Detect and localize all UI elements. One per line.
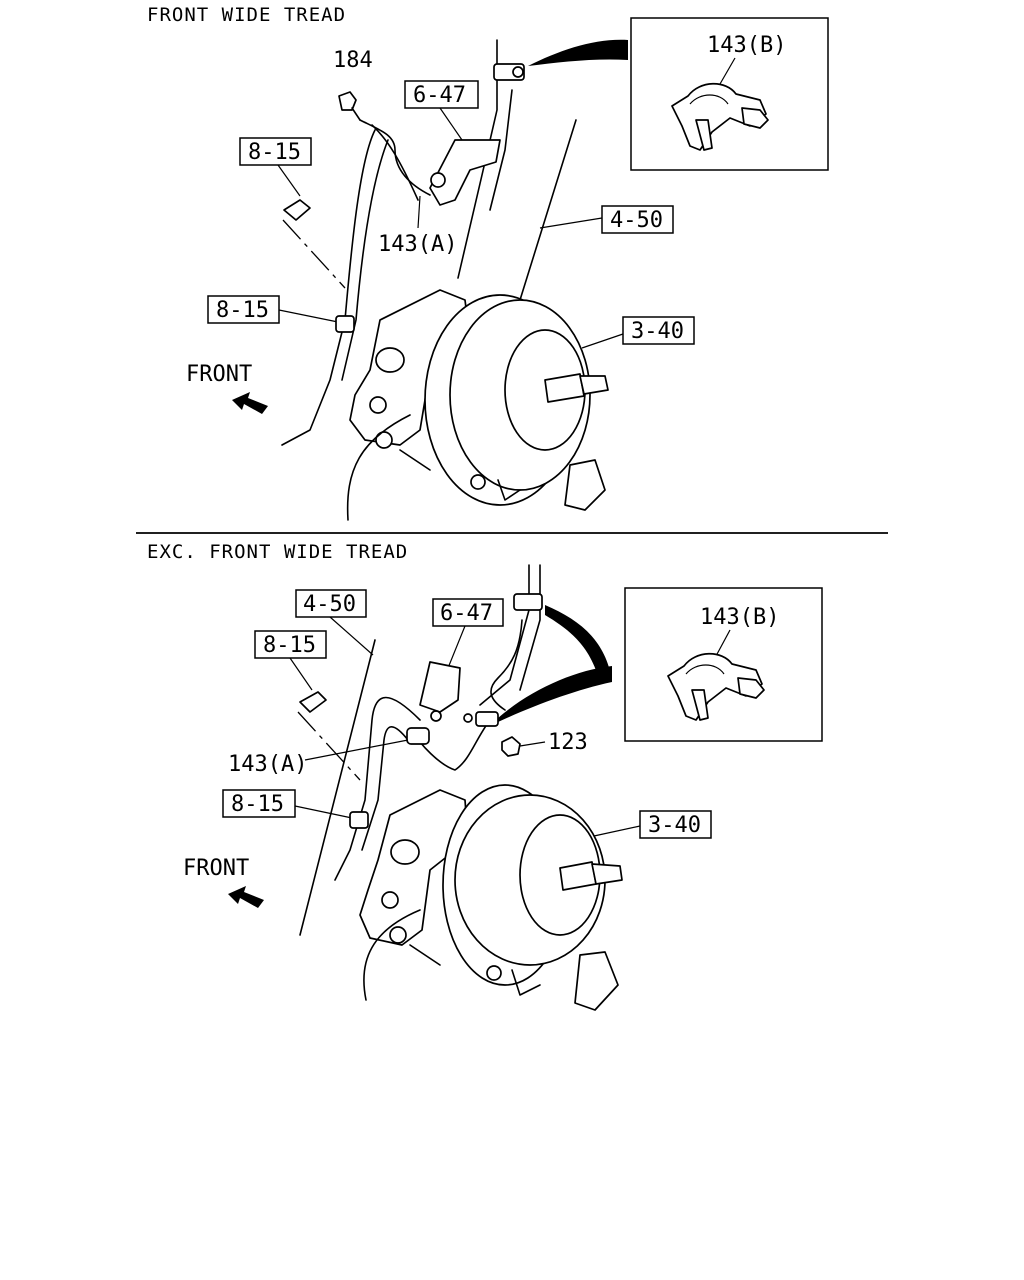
clip-143a-icon [406,727,430,745]
clip-143a-label: 143(A) [378,232,457,257]
frame-line [519,564,541,691]
ref-4-50-box: 4-50 [601,205,674,234]
ref-3-40-box: 3-40 [622,316,695,345]
bolt-184-label: 184 [333,48,373,73]
ref-4-50-label: 4-50 [303,592,356,617]
clip-143b-icon [667,652,765,721]
bracket-6-47 [419,661,461,713]
section-title: FRONT WIDE TREAD [147,4,346,26]
hose-clamp [475,711,499,727]
inset-box: 143(B) [630,17,829,171]
leader-line [447,625,466,669]
bracket-6-47 [429,139,501,206]
ref-6-47-box: 6-47 [404,80,479,109]
brake-chamber-assembly [359,784,623,1011]
leader-line [439,107,463,141]
brake-hose [341,139,389,381]
leader-line [294,805,353,819]
front-label: FRONT [186,362,252,387]
leader-line [278,309,339,323]
bolt-icon [430,710,442,722]
ref-4-50-label: 4-50 [610,208,663,233]
ref-4-50-box: 4-50 [295,589,367,618]
frame-line [519,119,577,301]
frame-line [479,564,530,706]
clip-143b-label: 143(B) [707,33,786,58]
bolt-8-15-icon [299,691,327,713]
brake-hose [490,619,523,711]
centerline [297,711,361,781]
frame-clip [513,593,543,611]
brake-hose [334,696,421,881]
frame-clip [493,63,525,81]
clip-143a-label: 143(A) [228,752,307,777]
ref-8-15-top-box: 8-15 [239,137,312,166]
ref-8-15-mid-label: 8-15 [231,792,284,817]
frame-line [489,89,513,211]
ref-8-15-mid-box: 8-15 [207,295,280,324]
leader-line [417,195,421,229]
brake-hose [359,119,431,196]
bolt-icon [463,713,473,723]
brake-hose [361,726,409,851]
leader-line [277,164,301,197]
inset-box: 143(B) [624,587,823,742]
ref-6-47-label: 6-47 [413,83,466,108]
clip-143a-icon [430,172,446,188]
clip-143b-icon [671,82,769,151]
bolt-184-icon [338,91,361,121]
ref-6-47-label: 6-47 [440,601,493,626]
ref-3-40-label: 3-40 [631,319,684,344]
nut-123-icon [501,736,521,757]
frame-line [346,414,411,521]
clip-143b-label: 143(B) [700,605,779,630]
ref-3-40-label: 3-40 [648,813,701,838]
leader-line [719,57,736,85]
inset-arrow [498,666,612,722]
frame-line [363,909,421,1001]
leader-line [329,616,374,656]
inset-arrow [528,39,628,66]
centerline [282,219,346,289]
ref-8-15-top-label: 8-15 [248,140,301,165]
front-label: FRONT [183,856,249,881]
section-front-wide-tread: FRONT WIDE TREAD 143(B) 184 [147,4,829,521]
leader-line [289,657,313,691]
section-title: EXC. FRONT WIDE TREAD [147,541,408,563]
ref-8-15-mid-box: 8-15 [222,789,296,818]
section-exc-front-wide-tread: EXC. FRONT WIDE TREAD 143(B) 4 [147,541,823,1011]
brake-hose [371,124,419,201]
front-arrow-icon [228,886,264,908]
inset-arrow-top [545,605,612,680]
leader-line [715,629,731,657]
hose-clamp [349,811,369,829]
leader-line [581,333,624,349]
nut-123-label: 123 [548,730,588,755]
ref-3-40-box: 3-40 [639,810,712,839]
ref-6-47-box: 6-47 [432,598,504,627]
ref-8-15-mid-label: 8-15 [216,298,269,323]
leader-line [539,217,603,229]
ref-8-15-top-box: 8-15 [254,630,327,659]
leader-line [519,741,546,747]
leader-line [593,825,641,837]
brake-chamber-assembly [349,289,609,511]
hose-clamp [335,315,355,333]
front-arrow-icon [232,392,268,414]
ref-8-15-top-label: 8-15 [263,633,316,658]
frame-line [299,639,376,936]
leader-line [304,739,409,761]
bolt-8-15-icon [283,199,311,221]
